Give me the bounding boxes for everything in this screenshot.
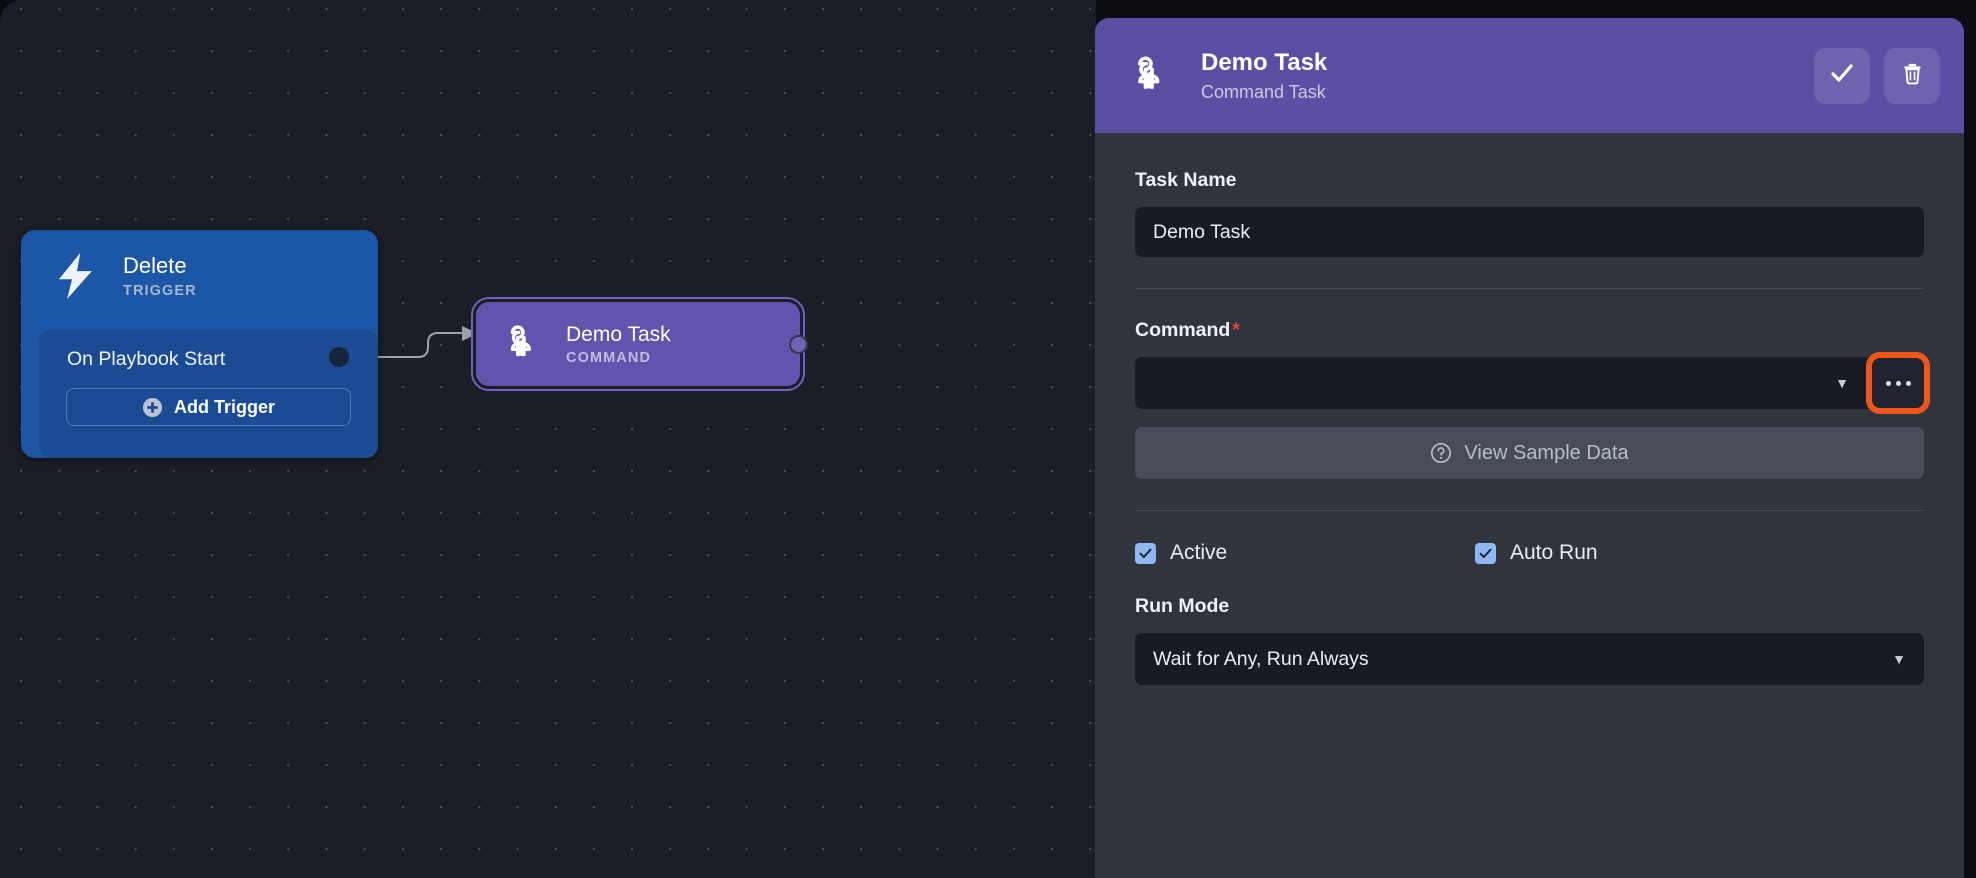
command-select-row: ▼ [1135, 352, 1930, 414]
command-node-inner: Demo Task COMMAND [476, 302, 800, 386]
trigger-node-header: Delete TRIGGER [21, 230, 378, 322]
trigger-node-body: On Playbook Start Add Trigger [39, 330, 378, 458]
chevron-down-icon: ▼ [1835, 375, 1849, 391]
trigger-branch-label: On Playbook Start [67, 348, 226, 370]
required-marker: * [1232, 320, 1240, 341]
active-checkbox[interactable]: Active [1135, 541, 1475, 565]
options-row: Active Auto Run [1135, 541, 1924, 565]
ellipsis-icon [1885, 380, 1891, 386]
checkbox-checked-icon [1475, 542, 1496, 564]
run-mode-select-row: Wait for Any, Run Always ▼ [1135, 633, 1924, 685]
task-name-label: Task Name [1135, 169, 1237, 191]
trash-icon [1900, 61, 1925, 91]
command-more-options-button[interactable] [1866, 352, 1930, 414]
command-select[interactable]: ▼ [1135, 357, 1914, 409]
plus-circle-icon [142, 397, 163, 418]
ellipsis-icon [1895, 380, 1901, 386]
ellipsis-icon [1905, 380, 1911, 386]
panel-title: Demo Task [1201, 48, 1328, 76]
trigger-node[interactable]: Delete TRIGGER On Playbook Start Add Tri… [21, 230, 378, 458]
check-icon [1829, 60, 1855, 91]
panel-subtitle: Command Task [1201, 81, 1326, 102]
active-checkbox-label: Active [1170, 541, 1228, 564]
command-label-text: Command [1135, 319, 1231, 341]
panel-header: Demo Task Command Task [1095, 18, 1964, 133]
save-button[interactable] [1814, 47, 1870, 104]
run-mode-label: Run Mode [1135, 595, 1230, 617]
checkbox-checked-icon [1135, 542, 1156, 564]
section-divider-1 [1135, 288, 1924, 289]
command-node[interactable]: Demo Task COMMAND [471, 297, 805, 391]
command-label: Command* [1135, 319, 1924, 342]
command-node-title: Demo Task [566, 323, 671, 346]
view-sample-data-button[interactable]: View Sample Data [1135, 427, 1924, 479]
delete-button[interactable] [1884, 47, 1940, 104]
question-circle-icon [1430, 442, 1452, 464]
workflow-canvas[interactable]: Delete TRIGGER On Playbook Start Add Tri… [0, 0, 1096, 878]
command-output-port[interactable] [789, 335, 808, 354]
trigger-output-port[interactable] [329, 347, 349, 367]
chevron-down-icon: ▼ [1892, 651, 1906, 667]
panel-body: Task Name Command* ▼ [1095, 133, 1964, 685]
add-trigger-button[interactable]: Add Trigger [66, 388, 351, 426]
command-key-icon [504, 325, 542, 363]
run-mode-select[interactable]: Wait for Any, Run Always ▼ [1135, 633, 1924, 685]
add-trigger-label: Add Trigger [173, 396, 275, 417]
command-key-icon [1131, 55, 1171, 96]
trigger-node-title: Delete [123, 253, 187, 278]
lightning-bolt-icon [57, 253, 97, 299]
view-sample-data-label: View Sample Data [1464, 441, 1629, 464]
auto-run-checkbox[interactable]: Auto Run [1475, 541, 1815, 565]
run-mode-value: Wait for Any, Run Always [1153, 647, 1369, 670]
task-details-panel: Demo Task Command Task [1095, 18, 1964, 878]
trigger-node-type: TRIGGER [123, 283, 197, 299]
auto-run-checkbox-label: Auto Run [1510, 541, 1598, 564]
section-divider-2 [1135, 510, 1924, 511]
command-node-type: COMMAND [566, 350, 652, 366]
task-name-input[interactable] [1135, 207, 1924, 257]
